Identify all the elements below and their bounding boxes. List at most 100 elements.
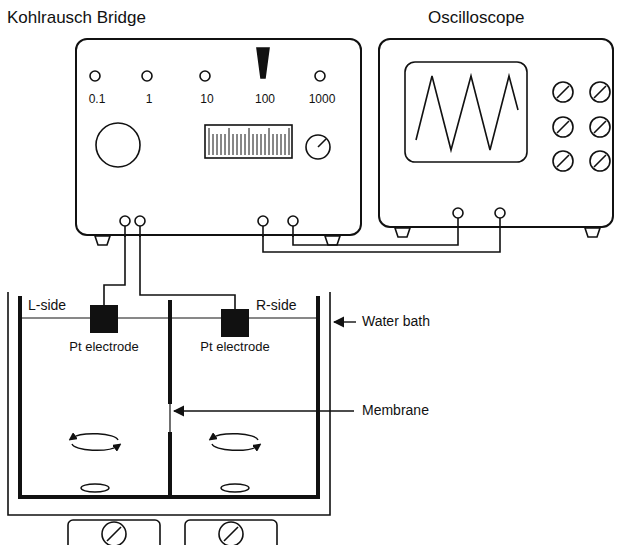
stirrers-part [81,484,109,492]
oscilloscope-front-part [594,86,606,98]
stir-plates-part [219,522,243,545]
slide-wire-scale [209,128,289,155]
oscilloscope-front-part [453,208,463,218]
scale-tick [257,134,258,155]
scale-tick [237,134,238,155]
device-feet-part [325,236,340,245]
oscilloscope-front-part [495,208,505,218]
bridge-controls-part [142,71,152,81]
bridge-controls-part [96,123,140,167]
pt-electrode: Pt electrode [221,309,249,337]
side-label: R-side [256,297,296,313]
scale-tick [249,128,250,155]
oscilloscope-front-part [557,155,569,167]
bridge-controls-part [205,125,292,158]
stirrers-part [212,444,258,450]
stir-plates-part [68,520,160,545]
oscilloscope-front-part [405,62,527,162]
cell-walls-part [168,300,172,404]
device-feet-part [585,228,600,237]
wire-connector [140,236,235,309]
leader-arrows-part [174,410,354,411]
scale-tick [273,134,274,155]
water-bath [8,292,330,515]
stirrers-part [72,434,118,440]
device-feet-part [95,236,110,245]
scale-tick [209,128,210,155]
scale-tick [253,134,254,155]
oscilloscope-front-part [590,117,610,137]
oscilloscope-front-part [557,121,569,133]
scale-tick [241,134,242,155]
part-label: Membrane [362,402,429,418]
stirrers-part [72,444,118,450]
range-value: 0.1 [89,93,106,107]
stir-plates [68,520,277,545]
oscilloscope-front-part [590,82,610,102]
electrode-label: Pt electrode [200,340,269,355]
oscilloscope-front-part [594,121,606,133]
range-value: 1 [146,93,153,107]
bridge-terminals-part [135,216,145,226]
leader-arrows-part [334,321,356,322]
device-title: Oscilloscope [428,8,524,28]
scale-tick [213,134,214,155]
bridge-terminals-part [258,216,268,226]
scale-tick [229,128,230,155]
leader-arrows [174,322,356,411]
scale-tick [265,134,266,155]
wire-connector [293,228,458,245]
stir-plates-part [185,520,277,545]
stir-plates-part [224,527,238,541]
scale-tick [285,134,286,155]
range-value: 10 [200,93,213,107]
bridge-controls-part [315,71,325,81]
scale-tick [269,128,270,155]
cell-walls [20,296,318,497]
stirrers [72,434,258,492]
oscilloscope-front-part [553,117,573,137]
bridge-terminals-part [288,216,298,226]
part-label: Water bath [362,313,430,329]
oscilloscope-device: Oscilloscope [378,38,614,228]
oscilloscope-front-part [553,151,573,171]
bridge-controls-part [200,71,210,81]
scale-tick [225,134,226,155]
bridge-controls-part [306,135,330,159]
cell-walls-part [20,296,318,497]
bridge-controls [90,48,330,167]
bridge-terminals-part [120,216,130,226]
stir-plates-part [107,527,121,541]
oscilloscope-front-part [557,86,569,98]
oscilloscope-front-part [553,82,573,102]
scale-tick [277,134,278,155]
range-value: 1000 [309,93,336,107]
bridge-controls-part [318,139,326,147]
device-feet [95,228,600,245]
wire-connector [263,228,500,252]
stir-plates-part [102,522,126,545]
oscilloscope-front [405,62,610,228]
scale-tick [233,134,234,155]
cell-walls-part [169,404,170,432]
bridge-controls-part [90,71,100,81]
range-value: 100 [255,93,275,107]
bridge-controls-part [257,48,269,78]
scale-tick [221,134,222,155]
stirrers-part [221,484,249,492]
bridge-terminals [120,216,298,237]
wire-connector [104,236,125,305]
scale-tick [261,134,262,155]
scale-tick [245,134,246,155]
device-title: Kohlrausch Bridge [7,8,146,28]
pt-electrode: Pt electrode [90,305,118,333]
stirrers-part [212,434,258,440]
scale-tick [289,128,290,155]
scale-tick [217,134,218,155]
oscilloscope-front-part [594,155,606,167]
oscilloscope-front-part [590,151,610,171]
scale-tick [281,134,282,155]
